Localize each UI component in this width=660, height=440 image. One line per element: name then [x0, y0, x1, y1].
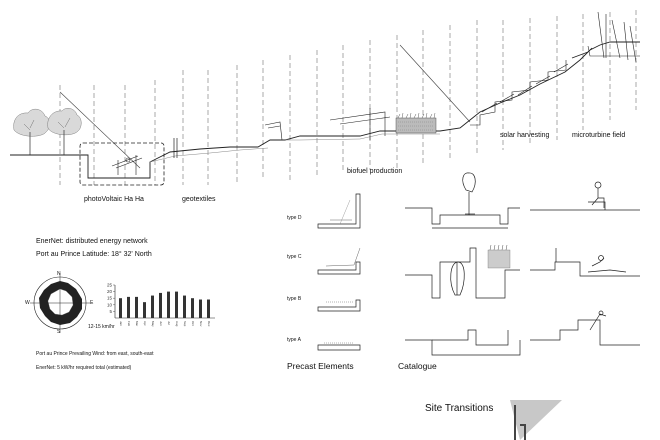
biofuel-crops: [395, 112, 437, 134]
x-tick-label: Nov: [199, 321, 203, 327]
y-tick-label: 15: [107, 296, 113, 301]
photovoltaic-label: photoVoltaic Ha Ha: [84, 196, 144, 203]
bar-dec: [207, 299, 210, 318]
section-gridlines: [59, 10, 637, 185]
wind-rose-north: N: [57, 271, 61, 277]
catalogue-planter-deep: [405, 244, 520, 299]
x-tick-label: Sep: [183, 321, 187, 327]
bar-feb: [127, 296, 130, 318]
x-tick-label: Jan: [119, 321, 123, 326]
bar-jul: [167, 291, 170, 318]
x-tick-label: Dec: [207, 321, 211, 327]
catalogue-title: Catalogue: [398, 361, 437, 371]
x-tick-label: Oct: [191, 321, 195, 326]
precast-type-c-label: type C: [287, 254, 302, 260]
solar-label: solar harvesting: [500, 132, 550, 139]
wind-rose-west: W: [25, 300, 30, 306]
bar-may: [151, 295, 154, 318]
ground-profile: [10, 41, 640, 179]
geotextiles-label: geotextiles: [182, 196, 216, 203]
photovoltaic-panels: [111, 155, 143, 175]
bar-oct: [191, 298, 194, 318]
y-tick-label: 5: [109, 309, 112, 314]
x-tick-label: Apr: [143, 321, 147, 326]
bar-jun: [159, 292, 162, 318]
wind-note: Port au Prince Prevailing Wind: from eas…: [36, 351, 154, 357]
network-title: EnerNet: distributed energy network: [36, 238, 148, 245]
precast-type-d-drawing: [317, 193, 361, 229]
microturbine-towers: [587, 11, 640, 63]
section-furniture: [264, 108, 391, 141]
bar-nov: [199, 299, 202, 318]
bar-mar: [135, 296, 138, 318]
geotextile-wall: [173, 138, 178, 158]
photovoltaic-boundary: [79, 142, 165, 186]
x-tick-label: Feb: [127, 321, 131, 327]
microturbine-label: microturbine field: [572, 132, 626, 139]
catalogue-seat-step: [530, 310, 640, 346]
biofuel-label: biofuel production: [347, 168, 403, 175]
precast-type-d-label: type D: [287, 215, 302, 221]
wind-rose-east: E: [90, 300, 94, 306]
precast-type-a-drawing: [317, 342, 361, 351]
y-tick-label: 25: [107, 283, 113, 288]
wind-rose: [30, 273, 90, 333]
catalogue-bench-seated: [530, 181, 640, 211]
catalogue-step-planter: [405, 329, 521, 356]
precast-type-a-label: type A: [287, 337, 301, 343]
precast-type-c-drawing: [317, 247, 361, 275]
wind-rose-south: S: [57, 329, 61, 335]
bar-apr: [143, 302, 146, 318]
catalogue-lounger: [530, 248, 640, 277]
bar-jan: [119, 298, 122, 318]
x-tick-label: Jun: [159, 321, 163, 326]
wind-speed-label: 12-15 km/hr: [88, 324, 115, 330]
x-tick-label: Mar: [135, 321, 139, 326]
y-tick-label: 10: [107, 302, 113, 307]
solar-terraces: [470, 47, 593, 126]
x-tick-label: May: [151, 321, 155, 327]
latitude-title: Port au Prince Latitude: 18° 32' North: [36, 251, 152, 258]
tree-elevations: [13, 108, 82, 155]
precast-type-b-label: type B: [287, 296, 302, 302]
y-tick-label: 20: [107, 289, 113, 294]
logo-mark: [510, 400, 562, 440]
bar-sep: [183, 295, 186, 318]
bar-aug: [175, 291, 178, 318]
sheet-title: Site Transitions: [425, 403, 494, 414]
power-note: EnerNet: 5 kW/hr required total (estimat…: [36, 365, 132, 371]
precast-title: Precast Elements: [287, 361, 354, 371]
x-tick-label: Jul: [167, 321, 171, 325]
x-tick-label: Aug: [175, 321, 179, 327]
sun-angle-lines: [59, 44, 471, 169]
catalogue-planter-tree: [405, 172, 520, 229]
precast-type-b-drawing: [317, 299, 361, 312]
